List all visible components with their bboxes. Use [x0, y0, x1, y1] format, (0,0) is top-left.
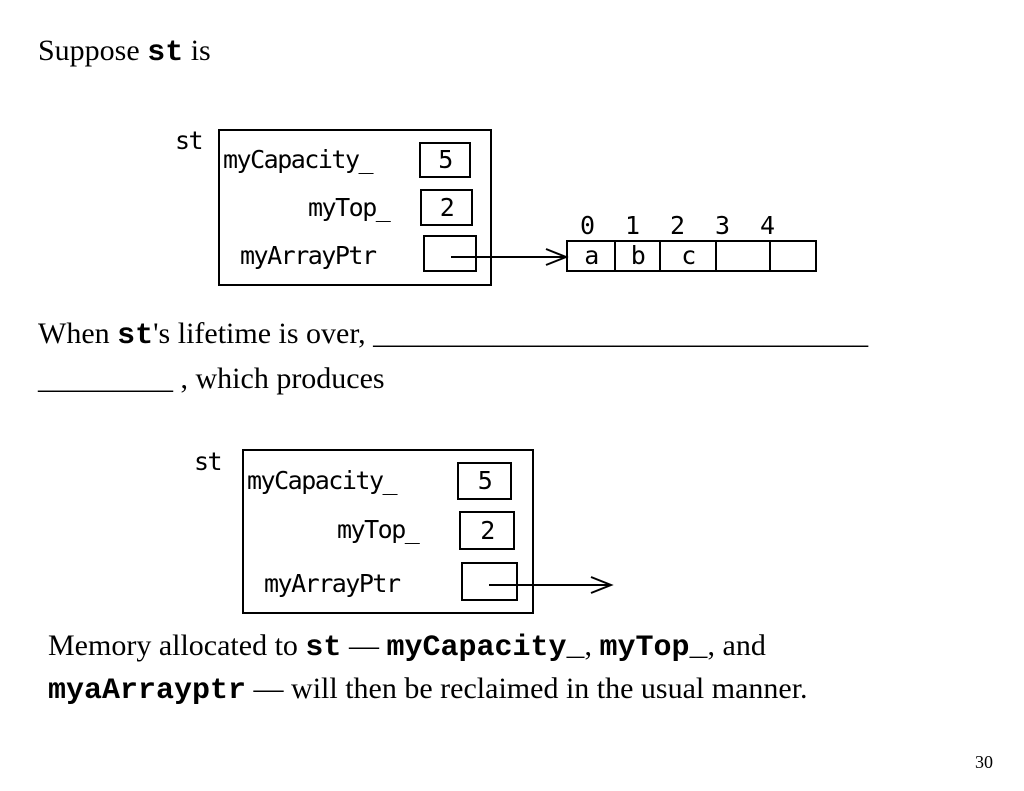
array-cell: b	[616, 242, 661, 270]
diagram2-field-value: 5	[457, 462, 512, 500]
diagram2-object-label: st	[194, 447, 223, 476]
diagram2-field-name: myCapacity_	[247, 466, 398, 495]
array-box: a b c	[566, 240, 817, 272]
array-index: 2	[670, 211, 685, 240]
page-number: 30	[975, 752, 993, 772]
diagram1-object-box	[218, 129, 492, 286]
conclusion-line1: Memory allocated to st — myCapacity_, my…	[48, 629, 766, 665]
array-index: 4	[760, 211, 775, 240]
diagram2-field-value: 2	[459, 511, 515, 550]
diagram1-field-value: 5	[419, 142, 471, 178]
array-index: 1	[625, 211, 640, 240]
diagram1-field-name: myCapacity_	[223, 145, 374, 174]
conclusion-line2: myaArrayptr — will then be reclaimed in …	[48, 672, 808, 708]
intro-var: st	[147, 36, 184, 70]
middle-text-line1: When st's lifetime is over, ____________…	[38, 317, 869, 353]
diagram1-object-label: st	[175, 126, 204, 155]
diagram2-pointer-box	[461, 562, 518, 601]
conclusion-var-top: myTop_	[599, 631, 708, 665]
intro-text: Suppose st is	[38, 34, 211, 70]
array-index: 3	[715, 211, 730, 240]
conclusion-var-arrayptr: myaArrayptr	[48, 674, 247, 708]
diagram2-object-box	[242, 449, 534, 614]
diagram1-field-value: 2	[420, 189, 473, 226]
diagram2-field-name: myTop_	[337, 515, 420, 544]
diagram1-field-name: myTop_	[308, 193, 391, 222]
array-cell	[717, 242, 771, 270]
diagram2-field-name: myArrayPtr	[264, 569, 401, 598]
diagram1-field-name: myArrayPtr	[240, 241, 377, 270]
middle-text-line2: _________ , which produces	[38, 362, 385, 395]
array-cell: a	[568, 242, 616, 270]
conclusion-var-capacity: myCapacity_	[386, 631, 585, 665]
array-cell: c	[661, 242, 717, 270]
conclusion-var-st: st	[305, 631, 342, 665]
array-index: 0	[580, 211, 595, 240]
middle-var: st	[117, 319, 154, 353]
diagram1-pointer-box	[423, 235, 477, 272]
